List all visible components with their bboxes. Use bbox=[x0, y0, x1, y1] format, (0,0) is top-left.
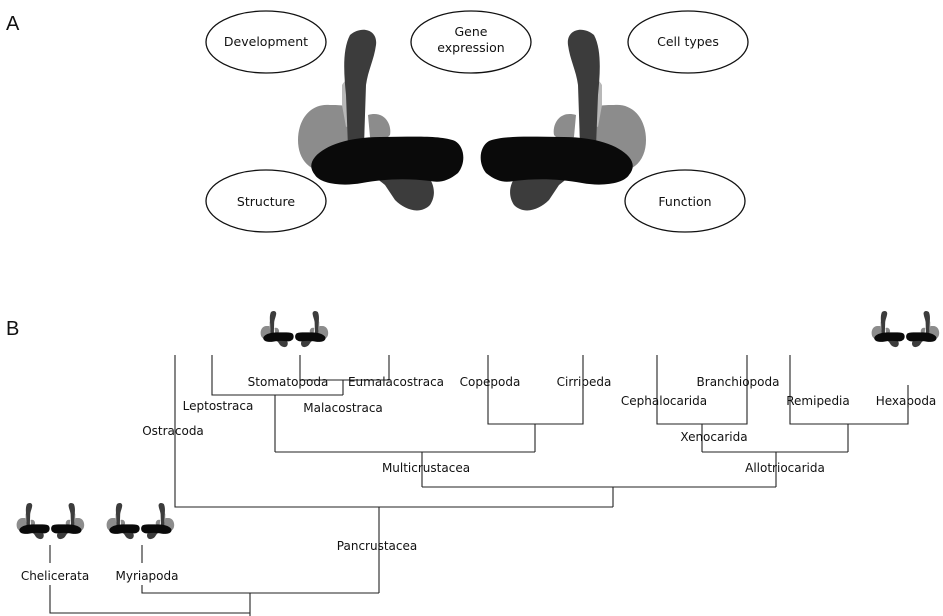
oval-gene-label-line1: Gene bbox=[455, 24, 488, 39]
branch-chelicerata bbox=[49, 585, 250, 614]
label-cirripeda: Cirripeda bbox=[557, 375, 612, 389]
brain-icon-hexapoda bbox=[871, 310, 940, 348]
branch-leptostraca-malacostraca bbox=[211, 355, 343, 396]
oval-gene-expression: Gene expression bbox=[410, 10, 532, 74]
label-branchiopoda: Branchiopoda bbox=[697, 375, 780, 389]
oval-development: Development bbox=[205, 10, 327, 74]
oval-structure-label: Structure bbox=[237, 194, 295, 209]
label-eumalacostraca: Eumalacostraca bbox=[348, 375, 444, 389]
panel-label-b: B bbox=[6, 318, 19, 340]
branch-stomatopoda-eumalacostraca bbox=[299, 355, 390, 381]
brain-icon-chelicerata bbox=[16, 502, 85, 540]
label-malacostraca: Malacostraca bbox=[303, 401, 383, 415]
label-ostracoda: Ostracoda bbox=[142, 424, 204, 438]
oval-gene-label-line2: expression bbox=[437, 40, 504, 55]
oval-development-label: Development bbox=[224, 34, 308, 49]
label-hexapoda: Hexapoda bbox=[876, 394, 937, 408]
oval-function: Function bbox=[624, 169, 746, 233]
branch-myriapoda-pancrustacea bbox=[141, 585, 379, 594]
oval-cell-types: Cell types bbox=[627, 10, 749, 74]
branch-remipedia-hexapoda bbox=[789, 355, 909, 425]
label-cephalocarida: Cephalocarida bbox=[621, 394, 707, 408]
brain-icon-malacostraca bbox=[260, 310, 329, 348]
label-copepoda: Copepoda bbox=[460, 375, 521, 389]
label-allotriocarida: Allotriocarida bbox=[745, 461, 825, 475]
phylogenetic-tree bbox=[49, 355, 909, 616]
label-leptostraca: Leptostraca bbox=[183, 399, 254, 413]
branch-ostracoda bbox=[174, 355, 613, 508]
branch-copepoda-cirripeda bbox=[487, 355, 584, 425]
oval-structure: Structure bbox=[205, 169, 327, 233]
label-xenocarida: Xenocarida bbox=[680, 430, 747, 444]
label-remipedia: Remipedia bbox=[786, 394, 850, 408]
panel-label-a: A bbox=[6, 13, 20, 35]
oval-cell-types-label: Cell types bbox=[657, 34, 719, 49]
oval-function-label: Function bbox=[658, 194, 711, 209]
label-stomatopoda: Stomatopoda bbox=[248, 375, 329, 389]
label-myriapoda: Myriapoda bbox=[115, 569, 178, 583]
branch-xenocarida bbox=[656, 355, 748, 425]
label-pancrustacea: Pancrustacea bbox=[337, 539, 417, 553]
label-multicrustacea: Multicrustacea bbox=[382, 461, 470, 475]
brain-icon-myriapoda bbox=[106, 502, 175, 540]
label-chelicerata: Chelicerata bbox=[21, 569, 89, 583]
